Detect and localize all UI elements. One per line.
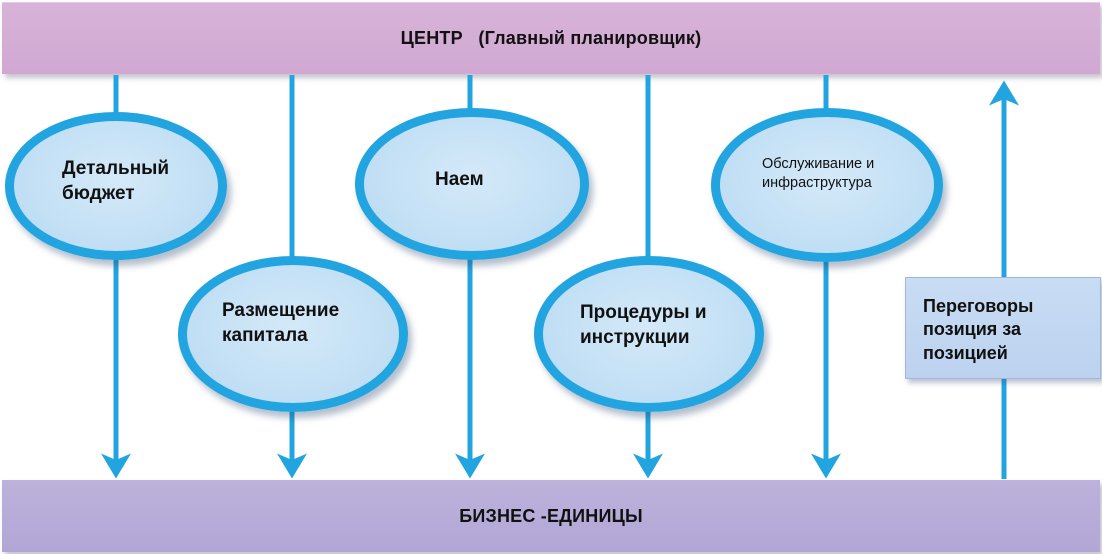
hiring-label: Наем xyxy=(435,169,484,190)
ellipse-infrastructure: Обслуживание и инфраструктура xyxy=(711,108,943,262)
negotiation-box: Переговоры позиция за позицией xyxy=(905,277,1101,379)
procedures-label: Процедуры и инструкции xyxy=(580,302,707,348)
center-planner-band: ЦЕНТР (Главный планировщик) xyxy=(2,2,1100,74)
center-planner-label: ЦЕНТР (Главный планировщик) xyxy=(400,28,702,48)
negotiation-label: Переговоры позиция за позицией xyxy=(923,296,1034,363)
business-units-band: БИЗНЕС -ЕДИНИЦЫ xyxy=(2,480,1100,552)
ellipse-hiring: Наем xyxy=(355,108,589,260)
detailed-budget-label: Детальный бюджет xyxy=(62,158,170,204)
business-units-label: БИЗНЕС -ЕДИНИЦЫ xyxy=(459,505,643,526)
ellipse-procedures: Процедуры и инструкции xyxy=(534,256,764,412)
infrastructure-label: Обслуживание и инфраструктура xyxy=(762,156,875,191)
ellipse-detailed-budget: Детальный бюджет xyxy=(5,112,227,260)
capital-allocation-label: Размещение капитала xyxy=(222,300,340,346)
ellipse-capital-allocation: Размещение капитала xyxy=(178,256,408,412)
